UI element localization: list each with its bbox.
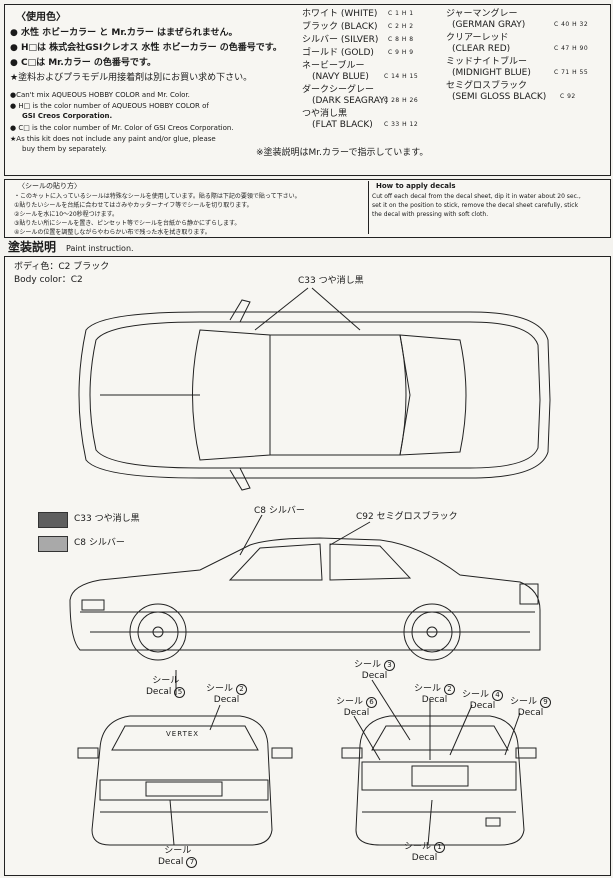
codes-white: C 1 H 1 xyxy=(388,10,414,17)
color-navy-en: (NAVY BLUE) xyxy=(312,72,369,82)
decal-jp-0: ・このキットに入っているシールは特殊なシールを使用しています。貼る際は下記の要領… xyxy=(14,193,301,200)
codes-clearred: C 47 H 90 xyxy=(554,45,589,52)
decal-en-3: the decal with pressing with soft cloth. xyxy=(372,211,489,218)
swatch-flat-black xyxy=(38,512,68,528)
swatch-silver xyxy=(38,536,68,552)
roof-color-label: C33 つや消し黒 xyxy=(298,276,364,286)
front-plate-text: VERTEX xyxy=(166,730,200,738)
color-silver: シルバー (SILVER) xyxy=(302,35,379,45)
en-note-1: ●Can't mix AQUEOUS HOBBY COLOR and Mr. C… xyxy=(10,91,190,99)
color-semigloss: セミグロスブラック xyxy=(446,81,528,91)
decal-jp-2: ②シールを水に10〜20秒程つけます。 xyxy=(14,211,119,218)
side-label-silver: C8 シルバー xyxy=(254,506,305,516)
paint-title-jp: 塗装説明 xyxy=(8,240,57,254)
codes-navy: C 14 H 15 xyxy=(384,73,419,80)
paint-instruction-box xyxy=(4,256,611,876)
en-note-4: ★As this kit does not include any paint … xyxy=(10,135,216,143)
side-label-semigloss: C92 セミグロスブラック xyxy=(356,512,458,522)
decal-en-2: set it on the position to stick, remove … xyxy=(372,202,579,209)
color-semigloss-en: (SEMI GLOSS BLACK) xyxy=(452,92,547,102)
color-clearred-en: (CLEAR RED) xyxy=(452,44,511,54)
decal-heading-en: How to apply decals xyxy=(376,182,456,190)
en-note-2: ● H□ is the color number of AQUEOUS HOBB… xyxy=(10,102,209,110)
note-line-3: ● C□は Mr.カラー の色番号です。 xyxy=(10,58,156,68)
decal-jp-3: ③貼りたい所にシールを置き、ピンセット等でシールを台紙から静かにずらします。 xyxy=(14,220,241,227)
codes-gold: C 9 H 9 xyxy=(388,49,414,56)
color-navy: ネービーブルー xyxy=(302,61,365,71)
decal-jp-1: ①貼りたいシールを台紙に合わせてはさみやカッターナイフ等でシールを切り取ります。 xyxy=(14,202,253,209)
codes-silver: C 8 H 8 xyxy=(388,36,414,43)
color-usage-box xyxy=(4,4,611,176)
body-color-en: Body color：C2 xyxy=(14,275,83,285)
note-line-1: ● 水性 ホビーカラー と Mr.カラー はまぜられません。 xyxy=(10,28,238,38)
codes-semigloss: C 92 xyxy=(560,93,576,100)
note-line-4: ★塗料およびプラモデル用接着剤は別にお買い求め下さい。 xyxy=(10,73,253,83)
color-germangray: ジャーマングレー xyxy=(446,9,518,19)
en-note-4b: buy them by separately. xyxy=(22,145,107,153)
legend-silver: C8 シルバー xyxy=(74,538,125,548)
codes-midnight: C 71 H 55 xyxy=(554,69,589,76)
mr-color-note: ※塗装説明はMr.カラーで指示しています。 xyxy=(256,148,429,158)
color-gold: ゴールド (GOLD) xyxy=(302,48,374,58)
decal-heading-jp: 〈シールの貼り方〉 xyxy=(18,182,81,190)
color-midnight: ミッドナイトブルー xyxy=(446,57,528,67)
decal-instruction-box xyxy=(4,179,611,238)
color-clearred: クリアーレッド xyxy=(446,33,509,43)
note-line-2: ● H□は 株式会社GSIクレオス 水性 ホビーカラー の色番号です。 xyxy=(10,43,282,53)
color-seagray-en: (DARK SEAGRAY) xyxy=(312,96,389,106)
paint-title-en: Paint instruction. xyxy=(66,244,134,253)
color-usage-heading: 〈使用色〉 xyxy=(16,12,66,23)
decal-jp-4: ④シールの位置を調整しながらやわらかい布で残った水を拭き取ります。 xyxy=(14,229,211,236)
en-note-2b: GSI Creos Corporation. xyxy=(22,112,113,120)
codes-germangray: C 40 H 32 xyxy=(554,21,589,28)
color-germangray-en: (GERMAN GRAY) xyxy=(452,20,526,30)
codes-seagray: C 28 H 26 xyxy=(384,97,419,104)
decal-en-1: Cut off each decal from the decal sheet,… xyxy=(372,193,581,200)
body-color-jp: ボディ色：C2 ブラック xyxy=(14,262,110,272)
en-note-3: ● C□ is the color number of Mr. Color of… xyxy=(10,124,234,132)
codes-flatblack: C 33 H 12 xyxy=(384,121,419,128)
color-seagray: ダークシーグレー xyxy=(302,85,375,95)
color-flatblack-en: (FLAT BLACK) xyxy=(312,120,373,130)
color-flatblack: つや消し黒 xyxy=(302,109,348,119)
color-black: ブラック (BLACK) xyxy=(302,22,378,32)
legend-flat-black: C33 つや消し黒 xyxy=(74,514,140,524)
color-white: ホワイト (WHITE) xyxy=(302,9,378,19)
color-midnight-en: (MIDNIGHT BLUE) xyxy=(452,68,531,78)
codes-black: C 2 H 2 xyxy=(388,23,414,30)
